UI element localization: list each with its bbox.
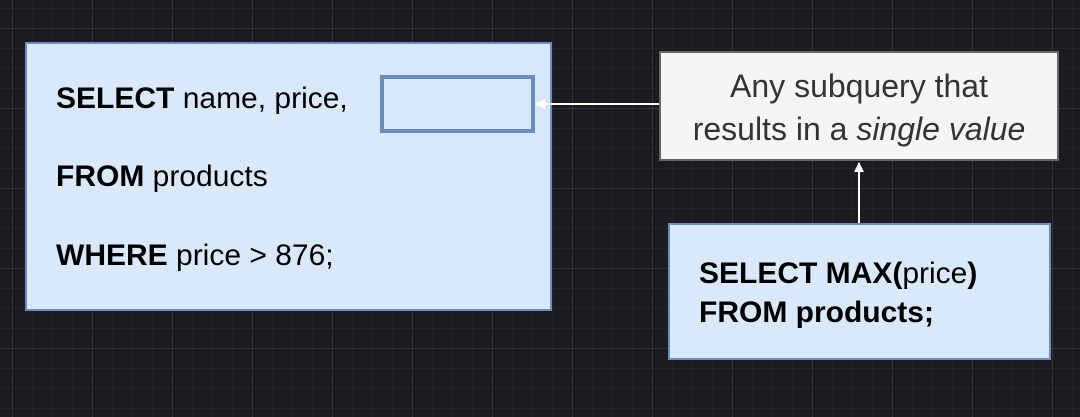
subquery-from-line: FROM products; — [699, 296, 934, 329]
single-value-note: Any subquery that results in a single va… — [659, 51, 1059, 161]
where-condition: price > 876; — [167, 239, 334, 272]
from-keyword: FROM — [56, 160, 145, 193]
note-line-1: Any subquery that — [730, 68, 988, 104]
subquery-argument: price — [902, 257, 968, 290]
select-keyword: SELECT — [56, 82, 175, 115]
subquery-select-line: SELECT MAX(price) — [699, 257, 977, 291]
note-line-2: results in a single value — [661, 108, 1057, 151]
where-line: WHERE price > 876; — [56, 239, 334, 273]
subquery-placeholder-slot — [380, 75, 535, 133]
select-columns: name, price, — [174, 82, 348, 115]
select-line: SELECT name, price, — [56, 82, 348, 116]
subquery-select-max: SELECT MAX( — [699, 257, 903, 290]
where-keyword: WHERE — [56, 239, 168, 272]
note-emphasis: single value — [856, 111, 1026, 147]
subquery-close-paren: ) — [967, 257, 978, 290]
from-table: products — [144, 160, 268, 193]
from-line: FROM products — [56, 160, 268, 194]
note-line-2-prefix: results in a — [692, 111, 857, 147]
subquery-box: SELECT MAX(price) FROM products; — [668, 223, 1051, 360]
